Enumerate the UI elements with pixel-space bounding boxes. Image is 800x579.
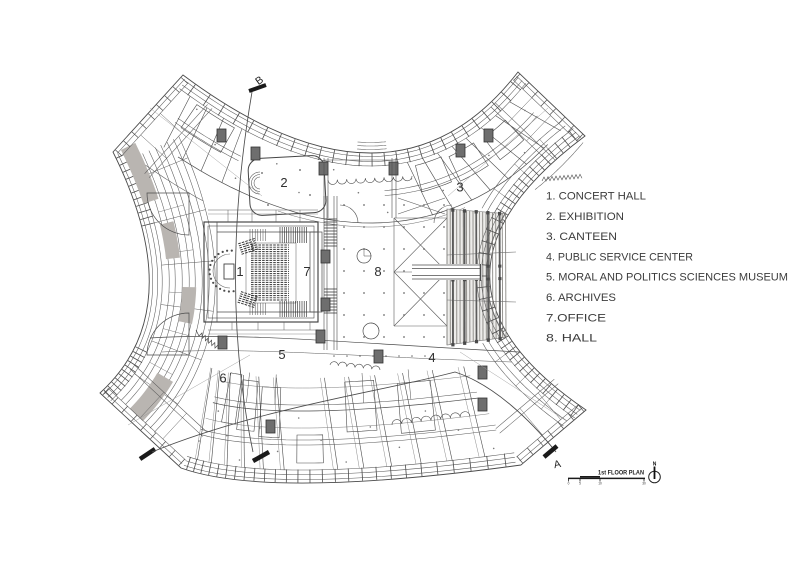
svg-text:5. MORAL AND POLITICS SCIENCES: 5. MORAL AND POLITICS SCIENCES MUSEUM	[546, 272, 788, 284]
svg-text:5: 5	[579, 482, 581, 486]
svg-text:4: 4	[428, 350, 435, 365]
svg-text:3: 3	[456, 180, 463, 195]
svg-text:10: 10	[598, 482, 602, 486]
svg-text:30: 30	[642, 482, 646, 486]
svg-text:3. CANTEEN: 3. CANTEEN	[546, 231, 617, 243]
svg-text:8: 8	[374, 264, 381, 279]
svg-text:5: 5	[278, 347, 285, 362]
svg-text:7.OFFICE: 7.OFFICE	[546, 312, 607, 324]
svg-text:1: 1	[236, 264, 243, 279]
svg-text:2. EXHIBITION: 2. EXHIBITION	[546, 211, 624, 223]
svg-text:1. CONCERT HALL: 1. CONCERT HALL	[546, 191, 646, 203]
svg-text:N: N	[653, 462, 657, 468]
svg-text:6: 6	[219, 371, 226, 386]
svg-text:1st FLOOR PLAN: 1st FLOOR PLAN	[598, 470, 644, 477]
svg-text:6. ARCHIVES: 6. ARCHIVES	[546, 292, 616, 304]
svg-text:0: 0	[568, 482, 570, 486]
svg-text:2: 2	[280, 175, 287, 190]
svg-text:4. PUBLIC SERVICE CENTER: 4. PUBLIC SERVICE CENTER	[546, 251, 693, 263]
svg-text:7: 7	[303, 264, 310, 279]
svg-text:8. HALL: 8. HALL	[546, 333, 597, 345]
